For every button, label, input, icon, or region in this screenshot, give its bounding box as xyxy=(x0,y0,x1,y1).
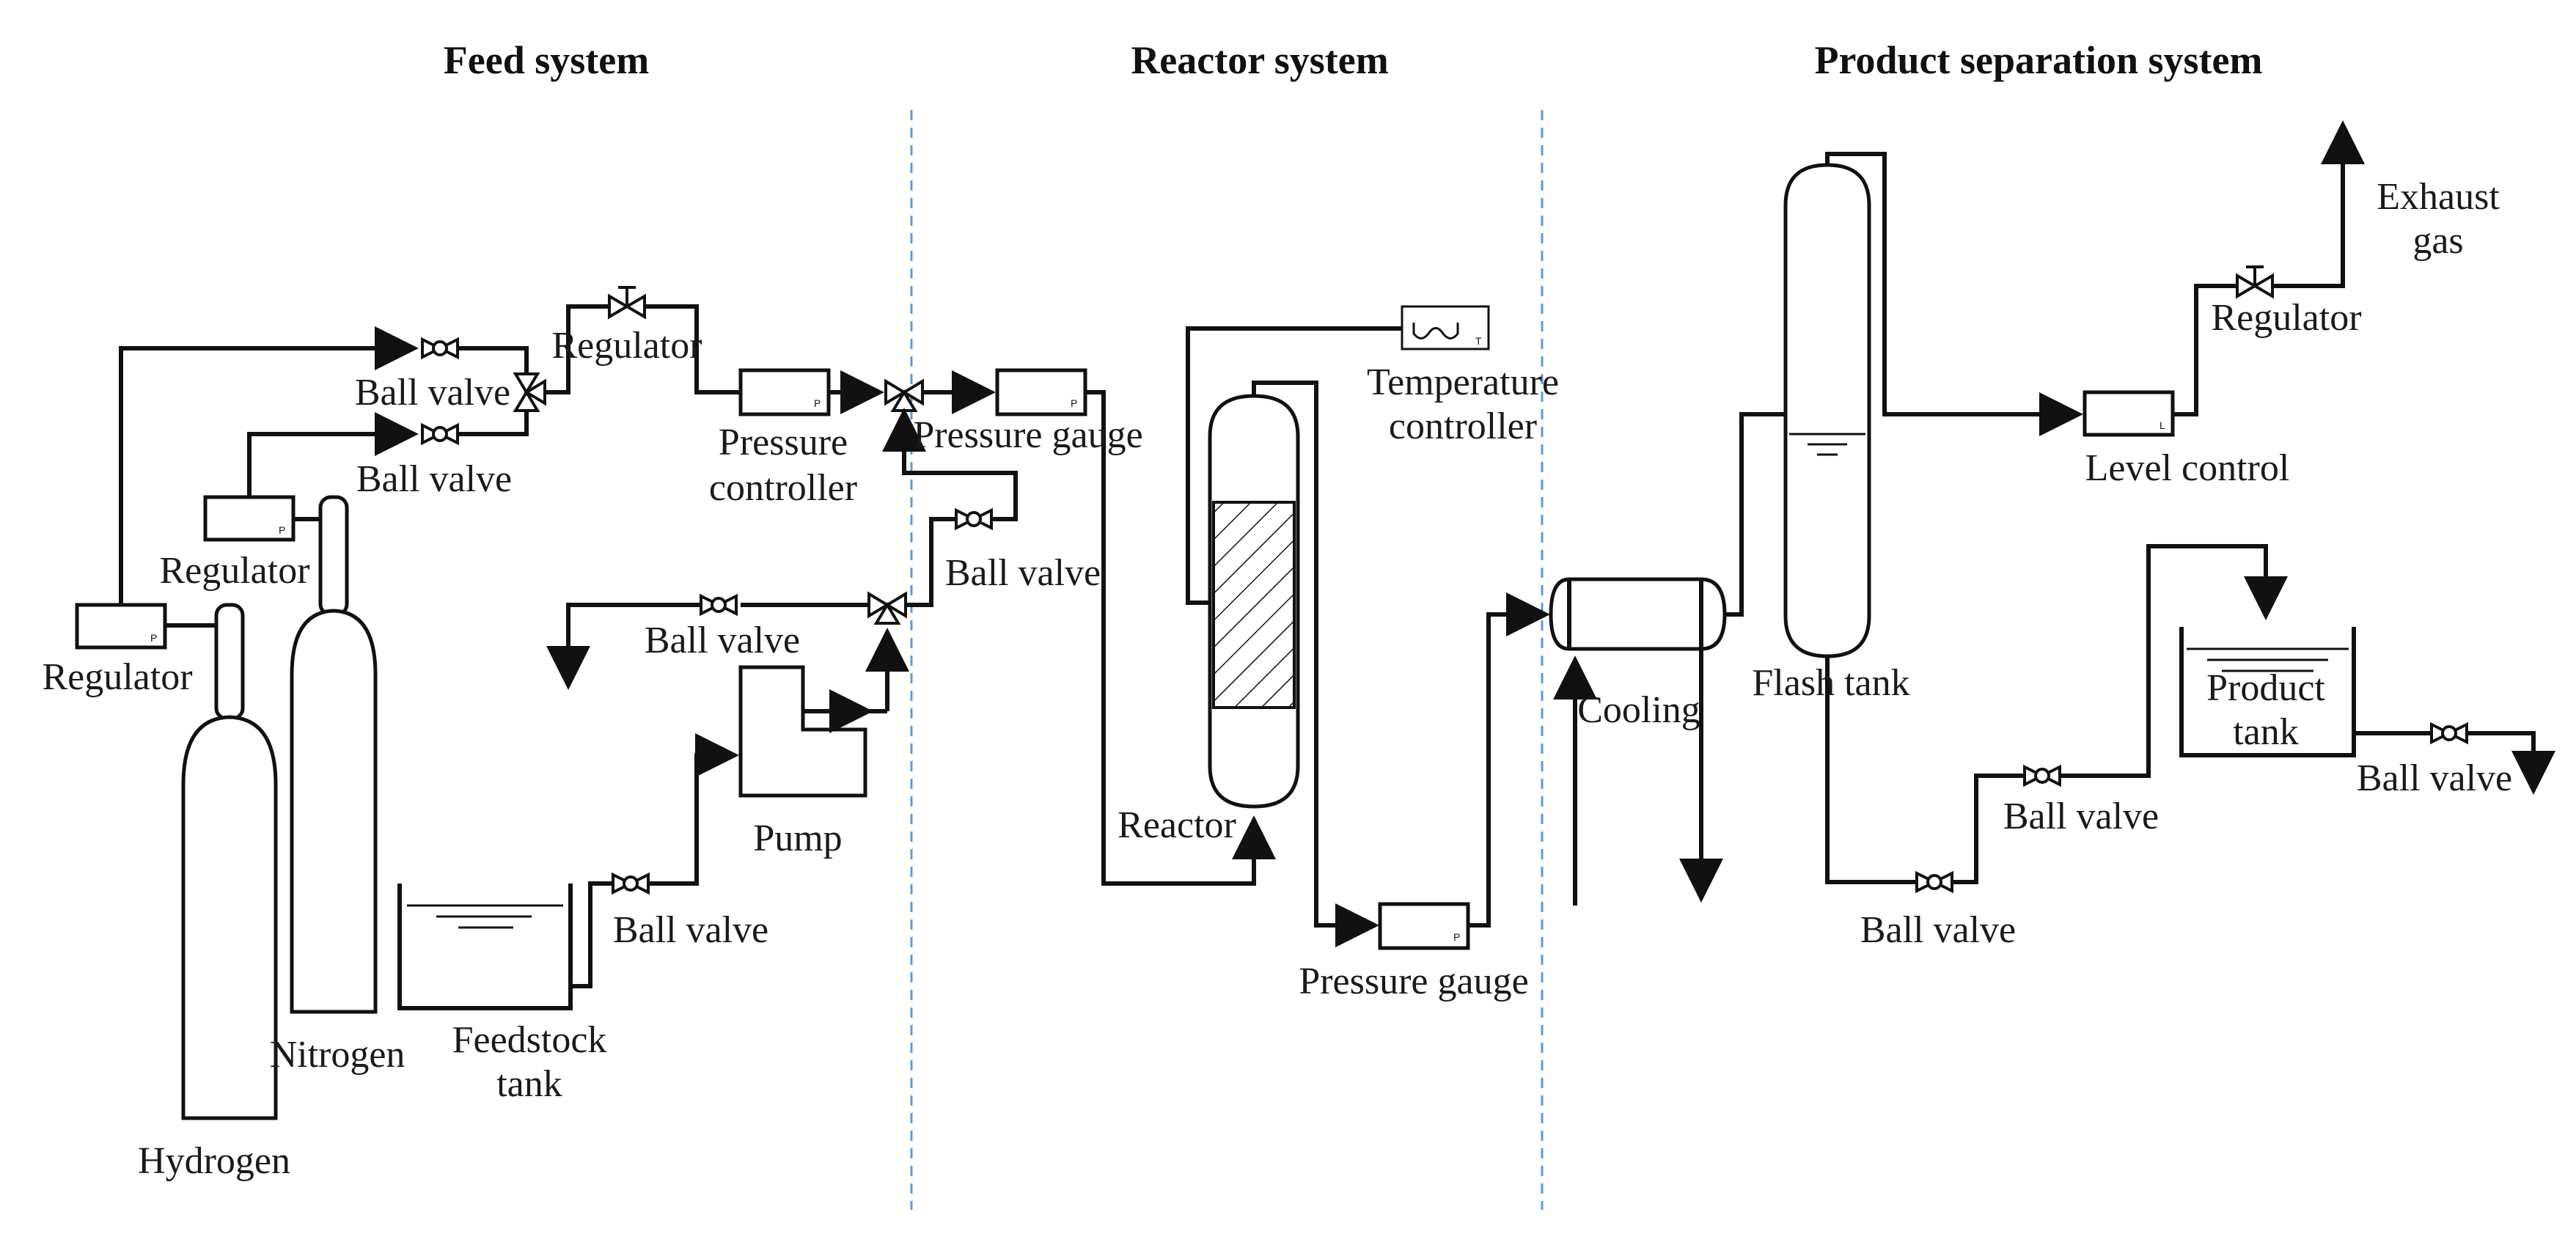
pressure-controller-label-2: controller xyxy=(709,467,857,509)
ball-valve-label-5: Ball valve xyxy=(613,909,768,951)
regulator-label-hydrogen: Regulator xyxy=(42,656,192,698)
ball-valve-label-4: Ball valve xyxy=(645,620,800,661)
regulator-hydrogen: P xyxy=(75,603,167,650)
ball-valve-label-8: Ball valve xyxy=(2357,757,2512,799)
pressure-gauge-outlet: P xyxy=(1378,902,1470,950)
regulator-label-nitrogen: Regulator xyxy=(159,550,309,592)
nitrogen-label: Nitrogen xyxy=(270,1034,406,1076)
hydrogen-cylinder xyxy=(181,603,278,1120)
ball-valve-label-7: Ball valve xyxy=(2003,796,2159,837)
feedstock-tank-label-1: Feedstock xyxy=(452,1019,607,1061)
product-tank xyxy=(2179,627,2356,757)
feed-system-heading: Feed system xyxy=(444,38,649,82)
temperature-controller-label-2: controller xyxy=(1389,405,1537,447)
svg-text:T: T xyxy=(1475,335,1482,347)
flash-tank xyxy=(1783,163,1871,658)
pump xyxy=(738,665,867,798)
separation-system-heading: Product separation system xyxy=(1815,38,2263,82)
flash-tank-label: Flash tank xyxy=(1752,662,1909,704)
svg-text:P: P xyxy=(814,397,821,409)
product-tank-label-1: Product xyxy=(2206,667,2325,709)
ball-valve-label-2: Ball valve xyxy=(356,458,512,500)
exhaust-gas-label-1: Exhaust xyxy=(2377,176,2500,218)
ball-valve-label-6: Ball valve xyxy=(1860,909,2016,951)
svg-text:L: L xyxy=(2159,419,2165,431)
temperature-controller: T xyxy=(1401,305,1490,350)
cooling-label: Cooling xyxy=(1577,689,1700,731)
nitrogen-cylinder xyxy=(290,495,378,1014)
svg-text:P: P xyxy=(279,524,285,536)
feedstock-tank xyxy=(397,884,573,1010)
pressure-controller: P xyxy=(738,368,831,416)
svg-text:P: P xyxy=(150,632,157,644)
level-control-label: Level control xyxy=(2085,447,2290,489)
exhaust-gas-label-2: gas xyxy=(2412,220,2463,262)
regulator-label-exhaust: Regulator xyxy=(2211,297,2361,339)
pressure-gauge-inlet: P xyxy=(995,368,1087,416)
three-way-valve-feed xyxy=(513,372,546,412)
ball-valve-label-1: Ball valve xyxy=(355,372,510,414)
product-tank-label-2: tank xyxy=(2233,711,2299,753)
level-control: L xyxy=(2083,390,2175,437)
hydrogen-label: Hydrogen xyxy=(138,1140,290,1182)
temperature-controller-label-1: Temperature xyxy=(1367,361,1559,403)
three-way-valve-main xyxy=(884,378,924,412)
pump-label: Pump xyxy=(753,818,842,859)
feedstock-tank-label-2: tank xyxy=(496,1063,562,1105)
pressure-gauge-label-outlet: Pressure gauge xyxy=(1299,961,1528,1002)
cooler xyxy=(1549,577,1727,651)
pressure-controller-label-1: Pressure xyxy=(719,422,848,463)
svg-text:P: P xyxy=(1071,397,1077,409)
svg-text:P: P xyxy=(1453,931,1460,943)
reactor-vessel xyxy=(1208,394,1300,809)
regulator-label-feed: Regulator xyxy=(551,325,702,367)
regulator-nitrogen: P xyxy=(203,495,296,542)
reactor-system-heading: Reactor system xyxy=(1131,38,1388,82)
reactor-label: Reactor xyxy=(1118,804,1236,846)
three-way-valve-pump xyxy=(867,591,907,625)
pressure-gauge-label-inlet: Pressure gauge xyxy=(913,414,1142,456)
ball-valve-label-3: Ball valve xyxy=(945,552,1101,594)
